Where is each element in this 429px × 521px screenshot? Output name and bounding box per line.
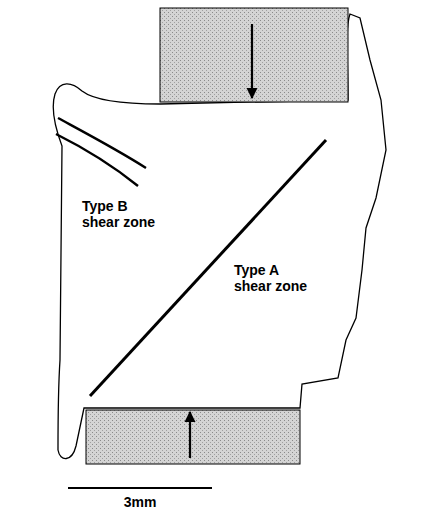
- scale-label: 3mm: [100, 494, 180, 510]
- scale-bar: [68, 487, 212, 489]
- load-arrow: [189, 412, 191, 458]
- upper-platen: [160, 8, 348, 102]
- lower-platen: [86, 410, 300, 464]
- shear-zone-label: Type A shear zone: [234, 262, 318, 294]
- type-a-shear-zone: [90, 140, 326, 396]
- type-b-shear-zone: [56, 134, 138, 186]
- shear-zone-label: Type B shear zone: [82, 198, 166, 230]
- load-arrow: [251, 24, 253, 98]
